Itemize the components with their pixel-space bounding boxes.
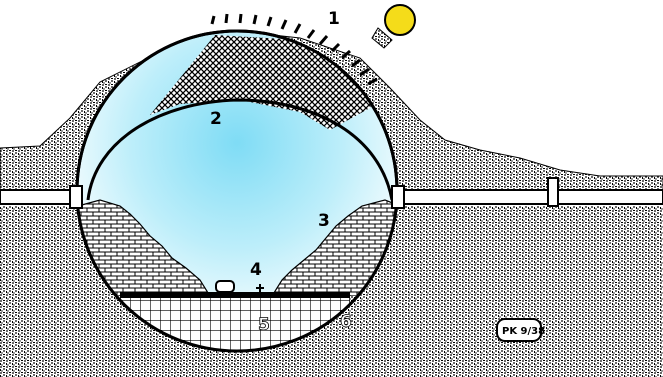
sun-icon [372, 5, 415, 48]
wall-joint-left [70, 186, 82, 208]
wall-joint-right [392, 186, 404, 208]
label-4: 4 [250, 260, 262, 280]
pipe-joint [548, 178, 558, 206]
label-1: 1 [328, 9, 340, 29]
label-2: 2 [210, 109, 222, 129]
svg-text:PK 9/38: PK 9/38 [502, 326, 545, 337]
label-5: 5 [258, 315, 270, 335]
label-6: 6 [340, 312, 352, 332]
label-3: 3 [318, 211, 330, 231]
pk-tag: PK 9/38 [497, 319, 545, 341]
